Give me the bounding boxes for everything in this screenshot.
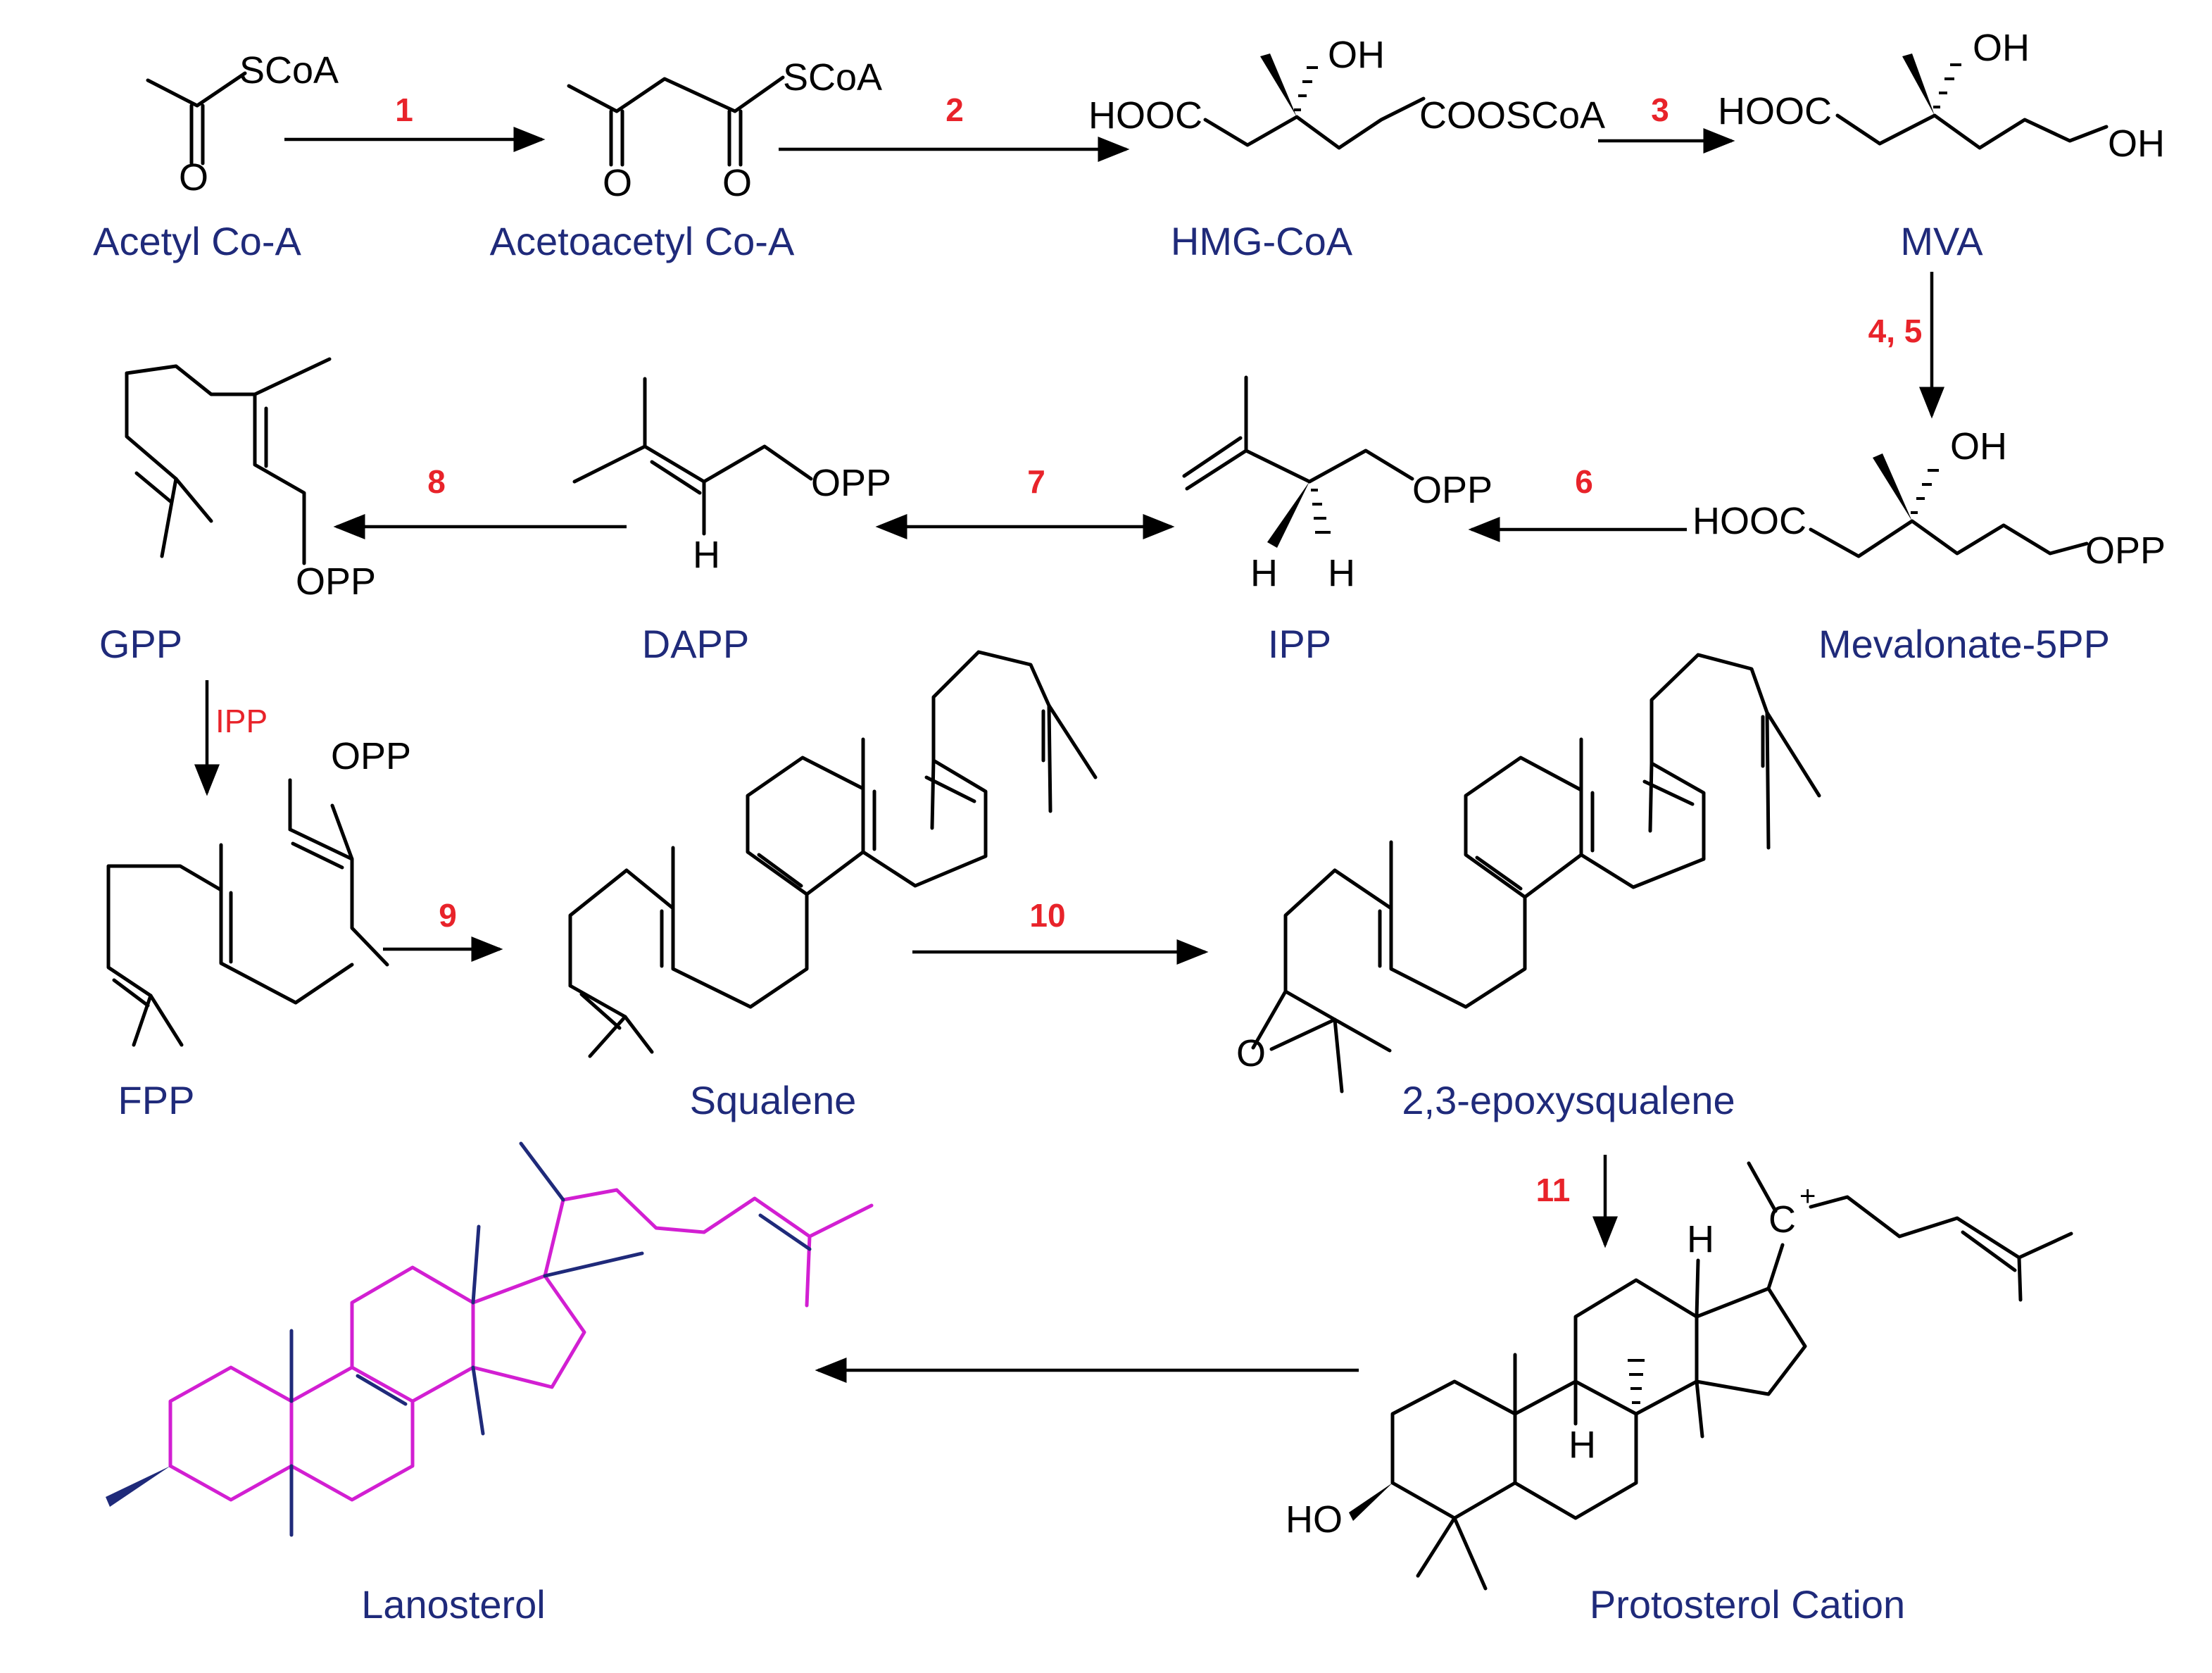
mevalonate-5pp-structure: HOOC OH OPP (1692, 425, 2166, 572)
dapp-structure: OPP H (572, 377, 891, 576)
step-7: 7 (1027, 463, 1045, 500)
protosterol-h1: H (1687, 1218, 1714, 1260)
step-3: 3 (1651, 92, 1669, 128)
gpp-structure: OPP (125, 357, 376, 603)
label-squalene: Squalene (690, 1078, 857, 1122)
fpp-opp: OPP (331, 735, 411, 777)
lanosterol-structure (106, 1141, 874, 1537)
protosterol-h2: H (1569, 1424, 1596, 1466)
step-1: 1 (395, 92, 413, 128)
protosterol-cation-structure: C + HO H H (1286, 1161, 2073, 1591)
step-10: 10 (1029, 897, 1065, 934)
ipp-opp: OPP (1412, 469, 1493, 511)
label-gpp: GPP (99, 622, 182, 666)
label-fpp: FPP (118, 1078, 195, 1122)
label-mva: MVA (1900, 219, 1983, 263)
ipp-h2: H (1328, 552, 1355, 594)
dapp-opp: OPP (811, 462, 891, 504)
label-acetoacetyl-coa: Acetoacetyl Co-A (490, 219, 795, 263)
fpp-structure: OPP (106, 735, 411, 1047)
label-mevalonate-5pp: Mevalonate-5PP (1818, 622, 2110, 666)
hmg-coosco: COOSCoA (1419, 94, 1605, 137)
acetyl-coa-structure: SCoA O (146, 49, 339, 199)
acetyl-scoa: SCoA (239, 49, 339, 92)
mva-structure: HOOC OH OH (1718, 27, 2165, 165)
label-protosterol-cation: Protosterol Cation (1590, 1582, 1905, 1627)
label-hmg-coa: HMG-CoA (1171, 219, 1353, 263)
label-lanosterol: Lanosterol (361, 1582, 546, 1627)
hmg-coa-structure: HOOC OH COOSCoA (1088, 34, 1605, 150)
epoxysqualene-structure: O (1236, 653, 1821, 1094)
mva-oh1: OH (1973, 27, 2030, 69)
protosterol-plus-sign: + (1799, 1181, 1816, 1212)
label-ipp: IPP (1268, 622, 1331, 666)
ipp-h1: H (1250, 552, 1278, 594)
ipp-structure: OPP H H (1182, 375, 1493, 594)
acetoacetyl-scoa: SCoA (783, 56, 882, 99)
label-epoxysqualene: 2,3-epoxysqualene (1402, 1078, 1735, 1122)
step-4-5: 4, 5 (1868, 313, 1923, 349)
mev5pp-oh: OH (1950, 425, 2007, 468)
ipp-cofactor-label: IPP (215, 703, 268, 739)
acetoacetyl-coa-structure: SCoA O O (567, 56, 882, 204)
step-8: 8 (427, 463, 446, 500)
label-dapp: DAPP (642, 622, 750, 666)
protosterol-ho: HO (1286, 1498, 1343, 1541)
mva-hooc: HOOC (1718, 90, 1832, 132)
acetoacetyl-o2: O (722, 162, 752, 204)
step-11: 11 (1536, 1172, 1571, 1208)
step-6: 6 (1575, 463, 1593, 500)
mva-oh2: OH (2108, 123, 2165, 165)
step-9: 9 (439, 897, 457, 934)
mev5pp-opp: OPP (2085, 530, 2166, 572)
hmg-hooc: HOOC (1088, 94, 1202, 137)
acetoacetyl-o1: O (603, 162, 632, 204)
acetyl-o: O (179, 156, 208, 199)
hmg-oh: OH (1328, 34, 1385, 76)
mev5pp-hooc: HOOC (1692, 500, 1806, 542)
gpp-opp: OPP (296, 560, 376, 603)
step-2: 2 (945, 92, 964, 128)
squalene-structure (568, 650, 1098, 1058)
dapp-h: H (693, 534, 720, 576)
epoxide-o: O (1236, 1032, 1266, 1074)
label-acetyl-coa: Acetyl Co-A (93, 219, 301, 263)
